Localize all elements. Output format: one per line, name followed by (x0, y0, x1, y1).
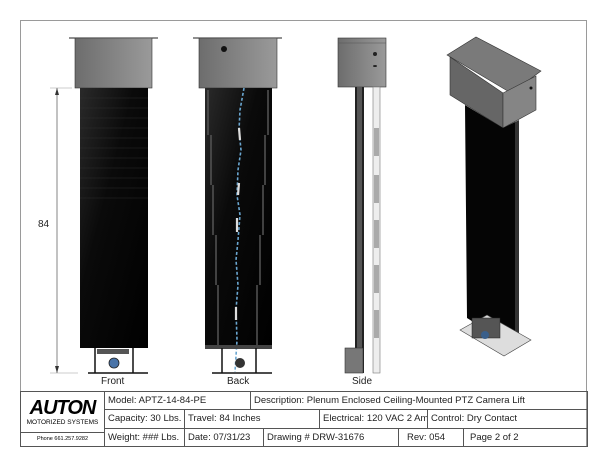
capacity-cell: Capacity: 30 Lbs. (104, 409, 184, 428)
back-view (193, 37, 282, 374)
weight-cell: Weight: ### Lbs. (104, 428, 184, 447)
rev-cell: Rev: 054 (398, 428, 463, 447)
control-cell: Control: Dry Contact (427, 409, 588, 428)
date-cell: Date: 07/31/23 (184, 428, 263, 447)
dimension-label: 84 (38, 219, 50, 230)
view-label-back: Back (227, 376, 250, 387)
description-cell: Description: Plenum Enclosed Ceiling-Mou… (250, 391, 588, 409)
electrical-cell: Electrical: 120 VAC 2 Amp (319, 409, 427, 428)
model-cell: Model: APTZ-14-84-PE (104, 391, 250, 409)
side-view (337, 37, 387, 374)
view-label-front: Front (101, 376, 125, 387)
title-block: AUTON MOTORIZED SYSTEMS Phone 661.257.92… (20, 391, 588, 447)
company-logo: AUTON MOTORIZED SYSTEMS Phone 661.257.92… (21, 392, 104, 446)
logo-name: AUTON (29, 397, 97, 419)
phone-number: Phone 661.257.9282 (21, 432, 104, 442)
isometric-view (446, 36, 542, 357)
travel-cell: Travel: 84 Inches (184, 409, 319, 428)
front-view (50, 37, 158, 374)
logo-tagline: MOTORIZED SYSTEMS (26, 419, 99, 426)
view-label-side: Side (352, 376, 373, 387)
drawing-number-cell: Drawing # DRW-31676 (263, 428, 398, 447)
page-cell: Page 2 of 2 (463, 428, 588, 447)
